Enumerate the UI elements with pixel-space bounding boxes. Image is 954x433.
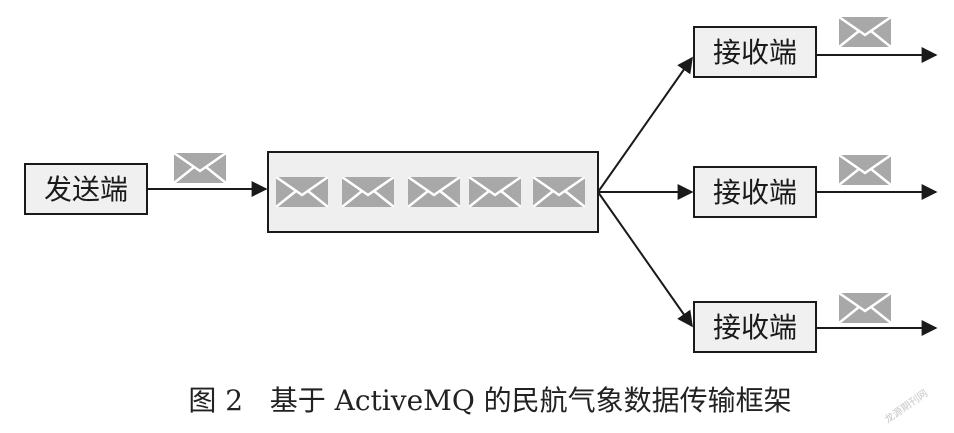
queue-envelope-icon-2 xyxy=(342,177,394,207)
watermark: 龙源期刊网 xyxy=(882,387,930,426)
envelope-icon-outgoing-3 xyxy=(839,293,891,323)
sender-label: 发送端 xyxy=(44,173,128,206)
envelope-icon-outgoing-1 xyxy=(839,17,891,47)
sender-box xyxy=(24,163,148,215)
queue-envelope-icon-4 xyxy=(469,177,521,207)
message-queue xyxy=(267,151,599,233)
receiver-node-1: 接收端 xyxy=(693,26,817,78)
queue-envelope-icon-3 xyxy=(408,177,460,207)
receiver-box-2 xyxy=(693,166,817,218)
queue-to-receiver-1-arrow xyxy=(597,56,693,193)
receiver-box-1 xyxy=(693,26,817,78)
receiver-label-3: 接收端 xyxy=(713,311,797,344)
envelope-icon-outgoing-2 xyxy=(839,155,891,185)
queue-envelope-icon-5 xyxy=(533,177,585,207)
queue-to-receiver-3-arrow xyxy=(597,191,693,328)
receiver-node-2: 接收端 xyxy=(693,166,817,218)
queue-envelope-icon-1 xyxy=(276,177,328,207)
envelope-icon-incoming xyxy=(174,153,226,183)
receiver-label-2: 接收端 xyxy=(713,176,797,209)
receiver-node-3: 接收端 xyxy=(693,301,817,353)
figure-caption: 图 2 基于 ActiveMQ 的民航气象数据传输框架 xyxy=(188,384,791,417)
sender-node: 发送端 xyxy=(24,163,148,215)
receiver-label-1: 接收端 xyxy=(713,36,797,69)
